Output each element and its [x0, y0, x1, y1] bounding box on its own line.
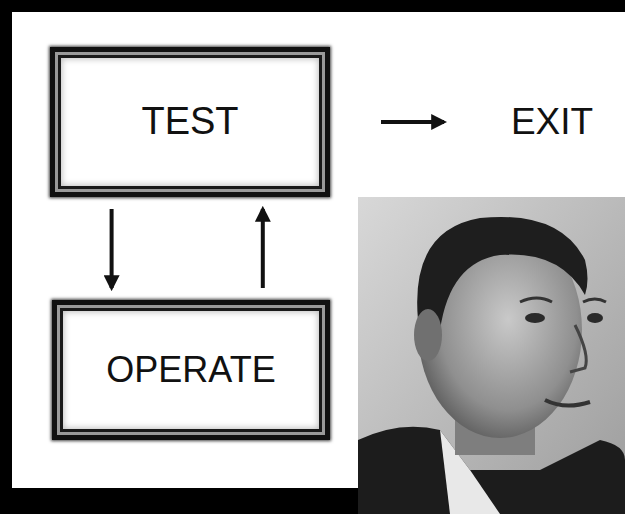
photo-background — [358, 197, 625, 514]
brow — [520, 298, 552, 302]
test-box: TEST — [50, 47, 330, 197]
exit-label: EXIT — [509, 102, 595, 143]
box-text: TEST — [141, 101, 238, 143]
nose — [570, 325, 586, 372]
eye — [587, 313, 603, 323]
eye — [525, 313, 545, 323]
exit-arrow — [381, 120, 444, 124]
ear — [414, 309, 442, 361]
brow — [583, 299, 606, 302]
mouth — [545, 400, 590, 406]
hair — [417, 217, 587, 330]
operate-box: OPERATE — [52, 300, 330, 440]
box-text: OPERATE — [106, 350, 275, 390]
flow-arrow — [261, 209, 265, 288]
flow-arrow — [110, 209, 114, 288]
